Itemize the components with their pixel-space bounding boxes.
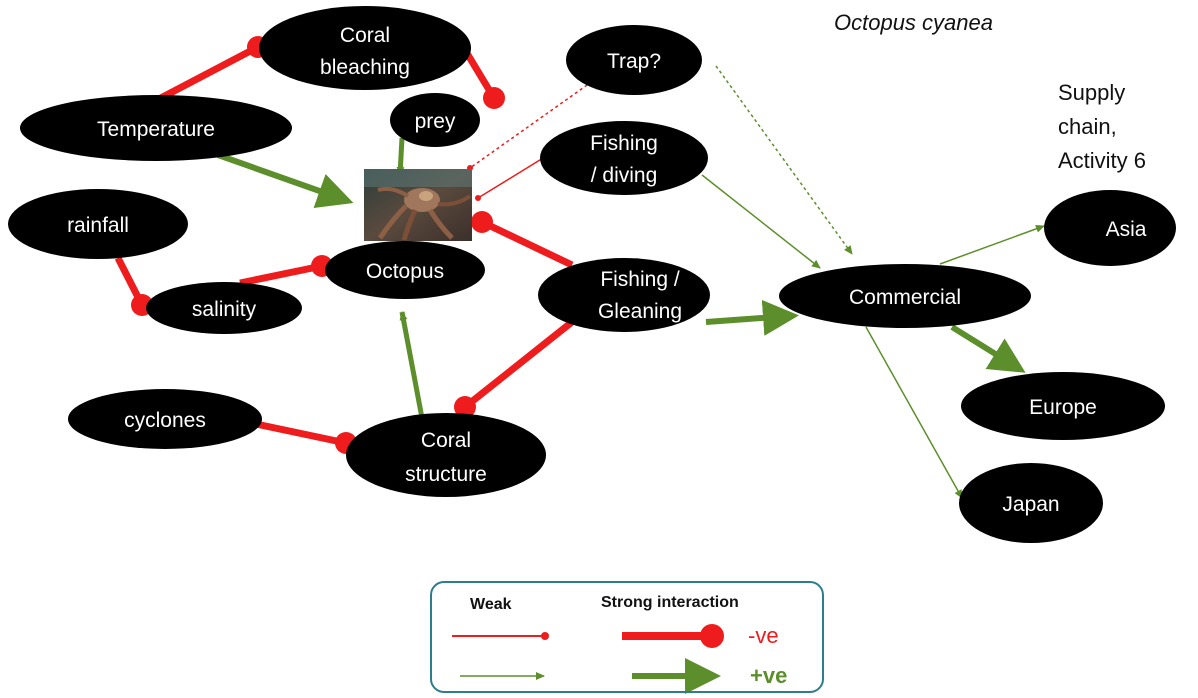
edge-commercial-asia bbox=[939, 224, 1045, 265]
node-commercial[interactable]: Commercial bbox=[779, 264, 1031, 328]
edge-fishing-gleaning-commercial bbox=[705, 299, 799, 336]
edge-fishing-gleaning-octopus bbox=[480, 218, 574, 269]
edge-head-negative bbox=[454, 396, 476, 418]
supply-chain-note-line-3: Activity 6 bbox=[1058, 148, 1147, 173]
supply-chain-note-line-2: chain, bbox=[1058, 114, 1117, 139]
edge-cyclones-coral-structure bbox=[255, 420, 347, 447]
edge-prey-octopus bbox=[396, 137, 405, 176]
node-label: Europe bbox=[1029, 396, 1097, 419]
edge-temperature-coral-bleaching bbox=[155, 43, 260, 104]
legend-weak-negative-head bbox=[541, 632, 549, 640]
node-label: Trap? bbox=[607, 50, 661, 73]
node-label: Fishing / bbox=[600, 268, 680, 291]
edge-temperature-octopus bbox=[216, 152, 354, 208]
edge-trap-octopus bbox=[469, 77, 598, 169]
node-coral-bleaching[interactable]: Coral bleaching bbox=[259, 6, 471, 90]
edge-salinity-octopus bbox=[239, 262, 323, 287]
node-label: Commercial bbox=[849, 286, 961, 309]
edge-coral-structure-octopus bbox=[399, 311, 425, 419]
legend-marks bbox=[452, 624, 724, 694]
node-label: / diving bbox=[591, 164, 658, 187]
node-label: Coral bbox=[421, 429, 471, 452]
edge-head-negative bbox=[475, 195, 481, 201]
legend-strong-label: Strong interaction bbox=[601, 594, 739, 611]
edge-fishing-diving-commercial bbox=[701, 174, 821, 269]
node-trap[interactable]: Trap? bbox=[566, 25, 702, 95]
node-label: Asia bbox=[1106, 218, 1147, 241]
node-label: Gleaning bbox=[598, 300, 682, 323]
node-label: structure bbox=[405, 463, 487, 486]
node-label: Octopus bbox=[366, 260, 444, 283]
node-temperature[interactable]: Temperature bbox=[20, 95, 292, 161]
edge-head-negative bbox=[483, 87, 505, 109]
node-rainfall[interactable]: rainfall bbox=[8, 189, 188, 259]
node-prey[interactable]: prey bbox=[390, 93, 480, 147]
node-fishing-gleaning[interactable]: Fishing / Gleaning bbox=[538, 258, 710, 332]
edge-trap-commercial bbox=[715, 65, 853, 255]
node-label: salinity bbox=[192, 298, 257, 321]
edge-commercial-europe bbox=[950, 324, 1026, 373]
node-label: cyclones bbox=[124, 409, 206, 432]
node-label: Fishing bbox=[590, 132, 658, 155]
node-coral-structure[interactable]: Coral structure bbox=[346, 413, 546, 497]
legend-weak-label: Weak bbox=[470, 596, 512, 613]
node-label: Temperature bbox=[97, 118, 215, 141]
octopus-photo bbox=[364, 169, 472, 241]
node-label: bleaching bbox=[320, 56, 410, 79]
edge-head-negative bbox=[471, 211, 493, 233]
species-title: Octopus cyanea bbox=[834, 10, 993, 35]
node-octopus[interactable]: Octopus bbox=[325, 241, 485, 299]
node-europe[interactable]: Europe bbox=[961, 372, 1165, 440]
nodes: Coral bleaching Trap? prey Temperature F… bbox=[8, 6, 1176, 543]
legend-positive-label: +ve bbox=[750, 663, 788, 688]
node-asia[interactable]: Asia bbox=[1044, 190, 1176, 266]
node-japan[interactable]: Japan bbox=[959, 463, 1103, 543]
node-label: Japan bbox=[1002, 493, 1059, 516]
legend bbox=[430, 581, 824, 693]
legend-strong-negative-head bbox=[700, 624, 724, 648]
node-label: rainfall bbox=[67, 214, 129, 237]
edge-fishing-gleaning-coral-structure bbox=[462, 319, 575, 410]
edge-commercial-japan bbox=[865, 326, 963, 499]
node-cyclones[interactable]: cyclones bbox=[68, 389, 262, 449]
edge-fishing-diving-octopus bbox=[477, 154, 549, 199]
node-fishing-diving[interactable]: Fishing / diving bbox=[540, 121, 708, 195]
edges bbox=[114, 36, 1045, 499]
node-label: Coral bbox=[340, 24, 390, 47]
node-salinity[interactable]: salinity bbox=[146, 282, 302, 334]
node-label: prey bbox=[415, 110, 456, 133]
legend-negative-label: -ve bbox=[748, 623, 779, 648]
supply-chain-note-line-1: Supply bbox=[1058, 80, 1126, 105]
